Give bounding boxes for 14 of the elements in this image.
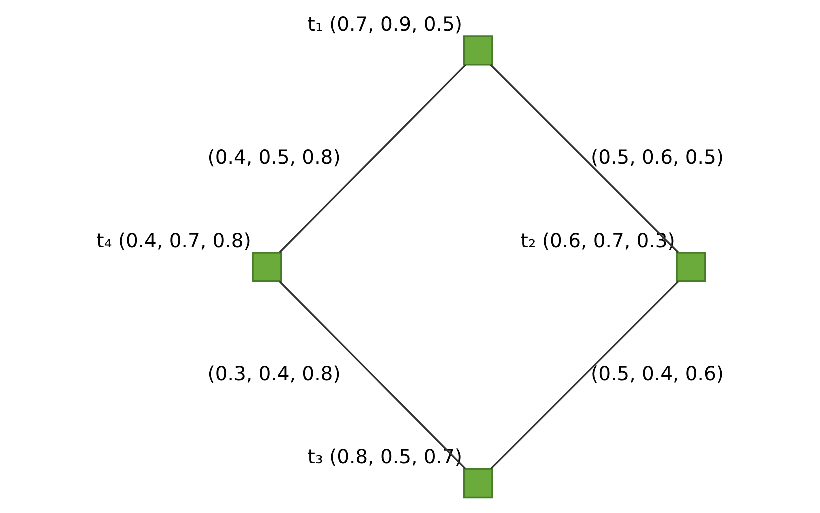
node-label: t₄ (0.4, 0.7, 0.8): [96, 229, 252, 252]
node-box: [252, 252, 282, 282]
connector: [279, 64, 466, 254]
connector: [490, 280, 680, 470]
node-box: [676, 252, 706, 282]
edge-label: (0.4, 0.5, 0.8): [208, 146, 341, 169]
connector: [279, 280, 466, 470]
node-box: [463, 36, 494, 66]
edge-label: (0.5, 0.4, 0.6): [590, 362, 724, 386]
node-label: t₁ (0.7, 0.9, 0.5): [308, 12, 463, 36]
edge-label: (0.3, 0.4, 0.8): [208, 362, 341, 386]
edge-label: (0.5, 0.6, 0.5): [590, 146, 724, 169]
connector: [490, 64, 679, 254]
node-box: [463, 468, 494, 499]
